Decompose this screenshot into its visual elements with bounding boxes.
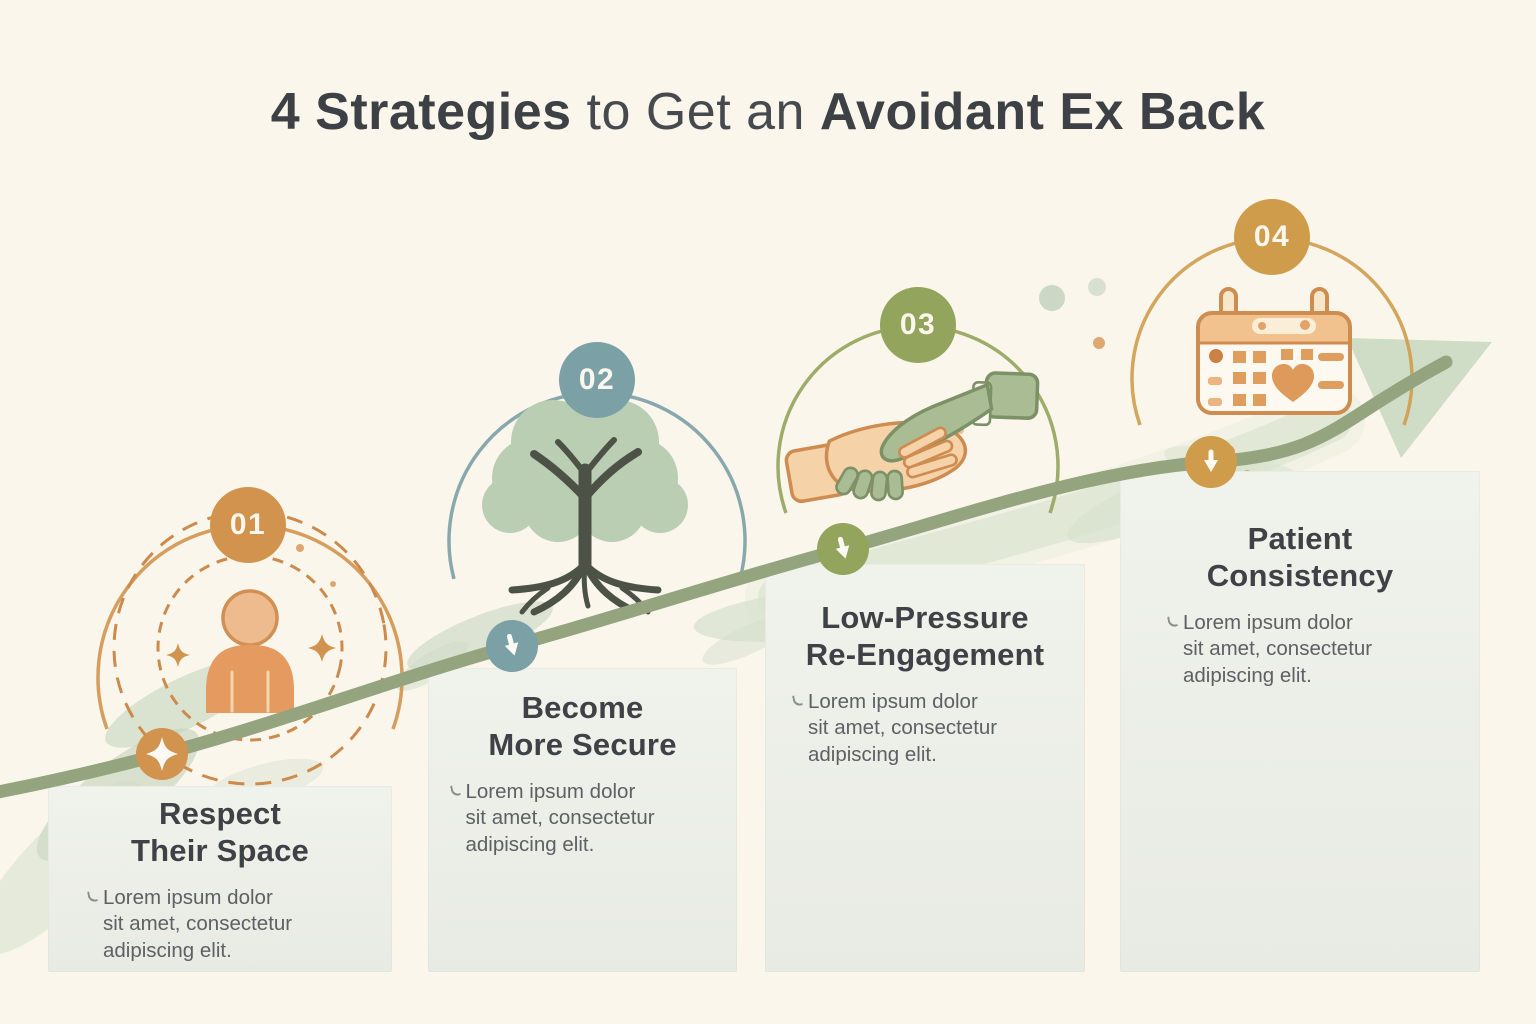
step-body: Lorem ipsum dolor sit amet, consectetur … bbox=[1183, 610, 1417, 689]
step-title: Low-Pressure Re-Engagement bbox=[805, 600, 1045, 672]
step-body: Lorem ipsum dolor sit amet, consectetur … bbox=[103, 885, 337, 964]
step-number-badge: 02 bbox=[559, 342, 635, 418]
step-number-badge: 03 bbox=[880, 287, 956, 363]
step-body: Lorem ipsum dolor sit amet, consectetur … bbox=[808, 689, 1042, 768]
step-title: Become More Secure bbox=[488, 690, 677, 762]
step-title: Patient Consistency bbox=[1206, 521, 1394, 593]
step-card-respect-their-space: Respect Their Space Lorem ipsum dolor si… bbox=[48, 786, 392, 972]
step-number-badge: 04 bbox=[1234, 199, 1310, 275]
page-title: 4 Strategies to Get an Avoidant Ex Back bbox=[0, 82, 1536, 142]
page-title-strategies: 4 Strategies bbox=[270, 83, 572, 141]
step-title: Respect Their Space bbox=[131, 796, 309, 868]
step-card-low-pressure-re-engagement: Low-Pressure Re-Engagement Lorem ipsum d… bbox=[765, 564, 1085, 972]
page-title-middle: to Get an bbox=[586, 83, 805, 141]
growth-arrowhead bbox=[1347, 338, 1492, 458]
step-number-badge: 01 bbox=[210, 487, 286, 563]
step-card-become-more-secure: Become More Secure Lorem ipsum dolor sit… bbox=[428, 668, 737, 972]
step-body: Lorem ipsum dolor sit amet, consectetur … bbox=[466, 779, 700, 858]
page-title-suffix: Avoidant Ex Back bbox=[819, 83, 1266, 141]
step-card-patient-consistency: Patient Consistency Lorem ipsum dolor si… bbox=[1120, 471, 1480, 972]
